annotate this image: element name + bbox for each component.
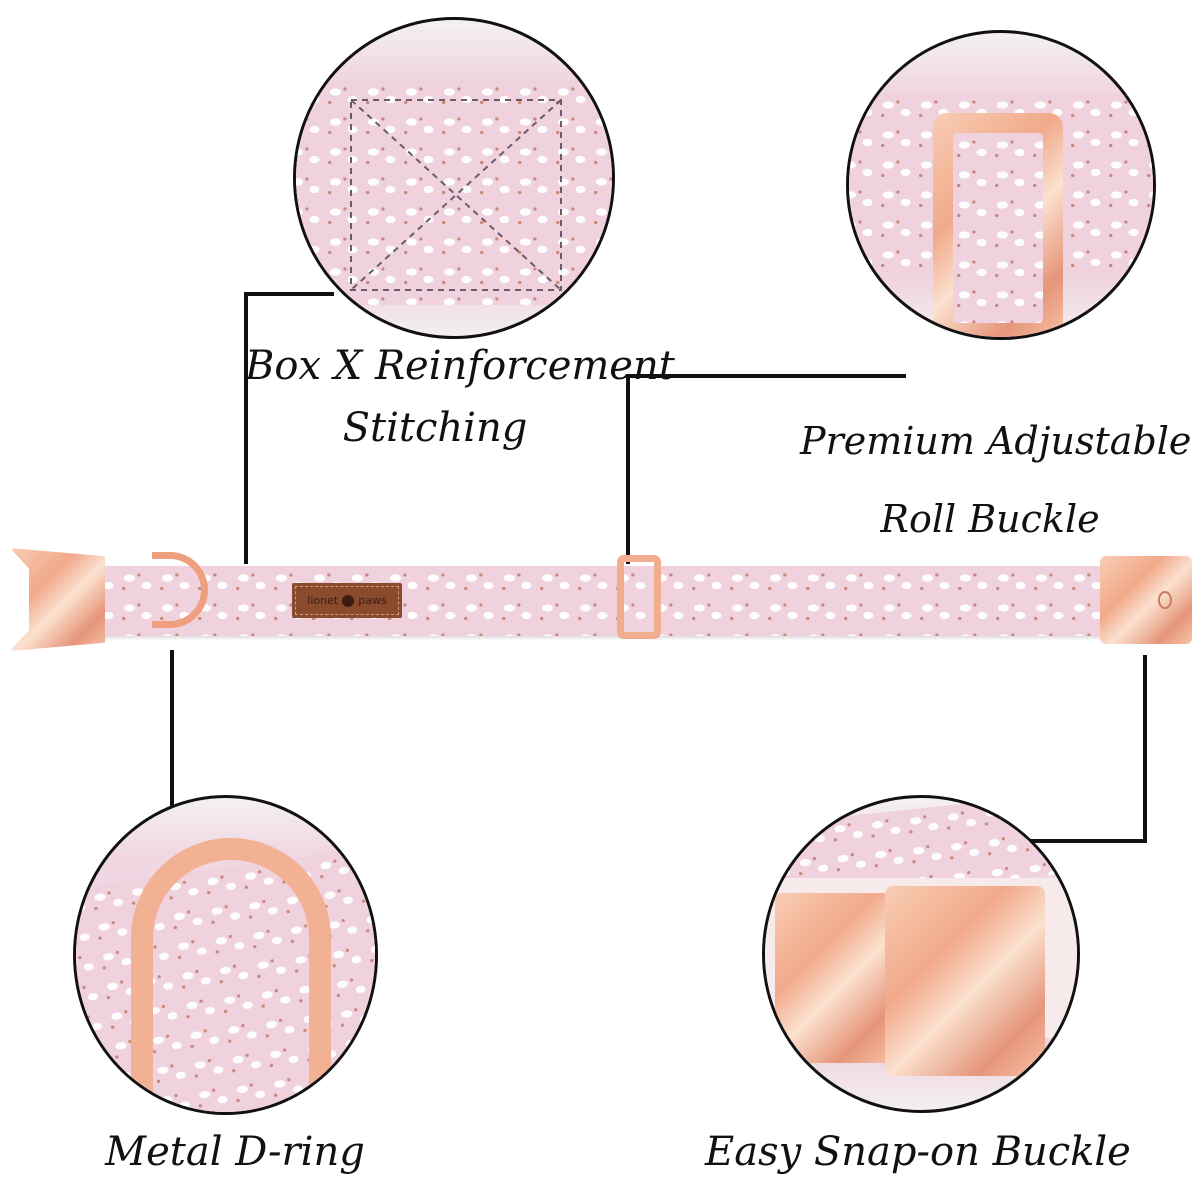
label-roll-buckle-line2: Roll Buckle (880, 497, 1100, 541)
collar-roll-buckle (617, 555, 661, 639)
collar-strap (80, 566, 1130, 636)
connector-roll-buckle-vertical (626, 374, 630, 564)
fabric-swatch (296, 80, 612, 305)
collar-d-ring (152, 552, 208, 628)
collar-snap-buckle-right (1100, 556, 1192, 644)
stitching-detail-image (293, 17, 615, 339)
connector-stitching-horizontal (244, 292, 334, 296)
label-stitching-line2: Stitching (342, 405, 528, 451)
d-ring-detail-image (73, 795, 378, 1115)
connector-roll-buckle-horizontal (626, 374, 906, 378)
brand-logo-icon (342, 594, 355, 607)
d-ring-icon (131, 838, 331, 1112)
connector-snap-buckle-horizontal (1020, 839, 1147, 843)
collar-snap-buckle-left (10, 548, 105, 651)
connector-d-ring-vertical (170, 650, 174, 810)
label-roll-buckle-line1: Premium Adjustable (800, 419, 1192, 463)
brand-tag-right: paws (358, 594, 387, 607)
snap-buckle-detail-image (762, 795, 1080, 1113)
snap-buckle-male-icon (775, 893, 895, 1063)
roll-buckle-detail-image (846, 30, 1156, 340)
label-stitching-line1: Box X Reinforcement (245, 343, 675, 389)
roll-buckle-icon (933, 113, 1063, 337)
label-snap-buckle: Easy Snap-on Buckle (705, 1129, 1131, 1175)
box-x-stitch-icon (350, 99, 562, 291)
brand-tag-left: lionet (307, 594, 339, 607)
connector-snap-buckle-vertical (1143, 655, 1147, 843)
brand-tag: lionet paws (292, 583, 402, 618)
snap-buckle-female-icon (885, 886, 1045, 1076)
connector-stitching-vertical (244, 292, 248, 564)
label-d-ring: Metal D-ring (105, 1129, 365, 1175)
